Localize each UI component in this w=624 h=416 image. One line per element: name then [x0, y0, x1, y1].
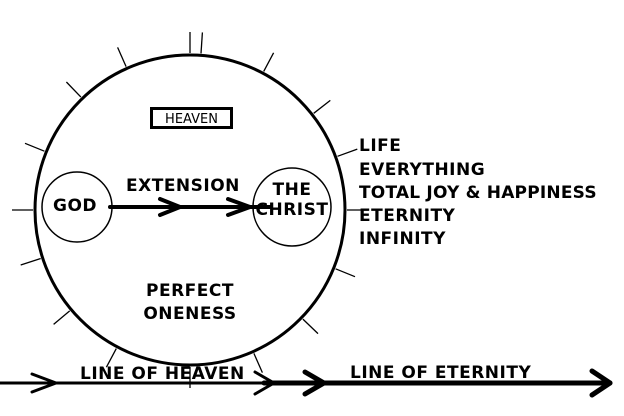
heaven-ray [313, 99, 331, 114]
heaven-ray [253, 353, 263, 373]
heaven-label-box: HEAVEN [150, 107, 233, 129]
oneness-label-line1: PERFECT [146, 281, 234, 301]
oneness-label-line2: ONENESS [143, 304, 237, 324]
attribute-joy: TOTAL JOY & HAPPINESS [359, 183, 597, 203]
attribute-life: LIFE [359, 136, 402, 156]
heaven-ray [65, 81, 82, 98]
attribute-infinity: INFINITY [359, 229, 446, 249]
timeline-arrowhead [302, 369, 327, 397]
christ-label-line1: THE [272, 180, 312, 200]
heaven-ray [24, 142, 45, 152]
heaven-ray [337, 148, 358, 157]
timeline-arrowhead [589, 368, 613, 398]
heaven-ray [302, 318, 319, 335]
christ-label-line2: CHRIST [255, 200, 329, 220]
heaven-rays [12, 32, 368, 388]
heaven-ray [117, 47, 127, 67]
attribute-eternity: ETERNITY [359, 206, 456, 226]
heaven-label: HEAVEN [165, 112, 218, 127]
heaven-ray [105, 348, 117, 368]
extension-arrow [108, 197, 272, 217]
heaven-ray [53, 310, 71, 325]
heaven-ray [263, 52, 275, 72]
heaven-circle [33, 53, 347, 367]
line-of-heaven-label: LINE OF HEAVEN [80, 364, 245, 384]
extension-label: EXTENSION [126, 176, 240, 196]
god-label: GOD [53, 196, 98, 216]
attribute-everything: EVERYTHING [359, 160, 486, 180]
heaven-ray [200, 32, 204, 54]
heaven-ray [335, 268, 356, 278]
timeline [0, 368, 613, 398]
timeline-arrowhead [30, 372, 58, 394]
heaven-ray [20, 257, 41, 266]
line-of-eternity-label: LINE OF ETERNITY [350, 363, 532, 383]
timeline-arrowhead [253, 370, 276, 396]
